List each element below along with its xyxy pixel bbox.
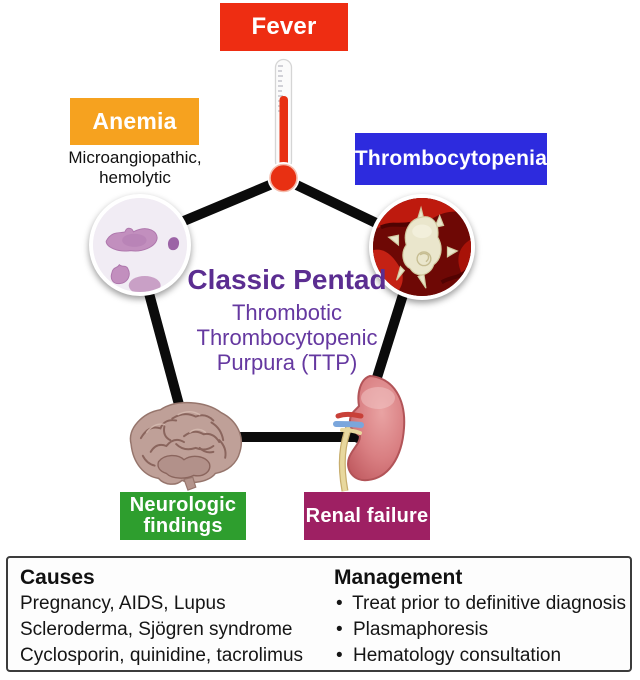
- fever-label-text: Fever: [251, 13, 317, 40]
- bullet-icon: •: [336, 645, 343, 666]
- management-header: Management: [334, 566, 463, 589]
- management-item-1: • Treat prior to definitive diagnosis: [334, 591, 626, 617]
- management-item-2: • Plasmaphoresis: [334, 617, 626, 643]
- neurologic-findings-label-text: Neurologic findings: [129, 494, 237, 537]
- anemia-note-line1: Microangiopathic,: [68, 148, 202, 167]
- causes-item-2: Scleroderma, Sjögren syndrome: [20, 619, 293, 640]
- pentad-subtitle-line1: Thrombotic: [231, 300, 343, 325]
- anemia-label: Anemia: [70, 98, 199, 145]
- bullet-icon: •: [336, 619, 343, 640]
- platelet-image: [369, 194, 475, 300]
- management-item-3: • Hematology consultation: [334, 643, 626, 669]
- anemia-note-line2: hemolytic: [99, 168, 171, 187]
- management-item-1-text: Treat prior to definitive diagnosis: [352, 593, 626, 614]
- management-column: Management • Treat prior to definitive d…: [334, 565, 626, 669]
- thermometer-icon: [267, 56, 300, 194]
- causes-item-1: Pregnancy, AIDS, Lupus: [20, 593, 226, 614]
- brain-image: [129, 401, 242, 491]
- info-panel: Causes Pregnancy, AIDS, Lupus Scleroderm…: [6, 556, 632, 672]
- center-text-block: Classic Pentad Thrombotic Thrombocytopen…: [167, 264, 407, 375]
- renal-failure-label: Renal failure: [304, 492, 430, 540]
- causes-item-3: Cyclosporin, quinidine, tacrolimus: [20, 645, 304, 666]
- neurologic-findings-label: Neurologic findings: [120, 492, 246, 540]
- causes-header: Causes: [20, 566, 95, 589]
- anemia-note: Microangiopathic, hemolytic: [56, 148, 214, 188]
- pentad-subtitle-line2: Thrombocytopenic: [196, 325, 378, 350]
- thrombocytopenia-label: Thrombocytopenia: [355, 133, 547, 185]
- kidney-image: [333, 374, 406, 492]
- causes-column: Causes Pregnancy, AIDS, Lupus Scleroderm…: [20, 565, 325, 669]
- management-item-3-text: Hematology consultation: [353, 645, 562, 666]
- pentad-title: Classic Pentad: [187, 264, 387, 295]
- anemia-label-text: Anemia: [92, 108, 177, 134]
- fever-label: Fever: [220, 3, 348, 51]
- pentad-subtitle-line3: Purpura (TTP): [216, 350, 358, 375]
- blood-cells-image: [89, 194, 191, 296]
- thrombocytopenia-label-text: Thrombocytopenia: [354, 147, 548, 170]
- bullet-icon: •: [336, 593, 343, 614]
- management-item-2-text: Plasmaphoresis: [353, 619, 489, 640]
- renal-failure-label-text: Renal failure: [305, 504, 429, 527]
